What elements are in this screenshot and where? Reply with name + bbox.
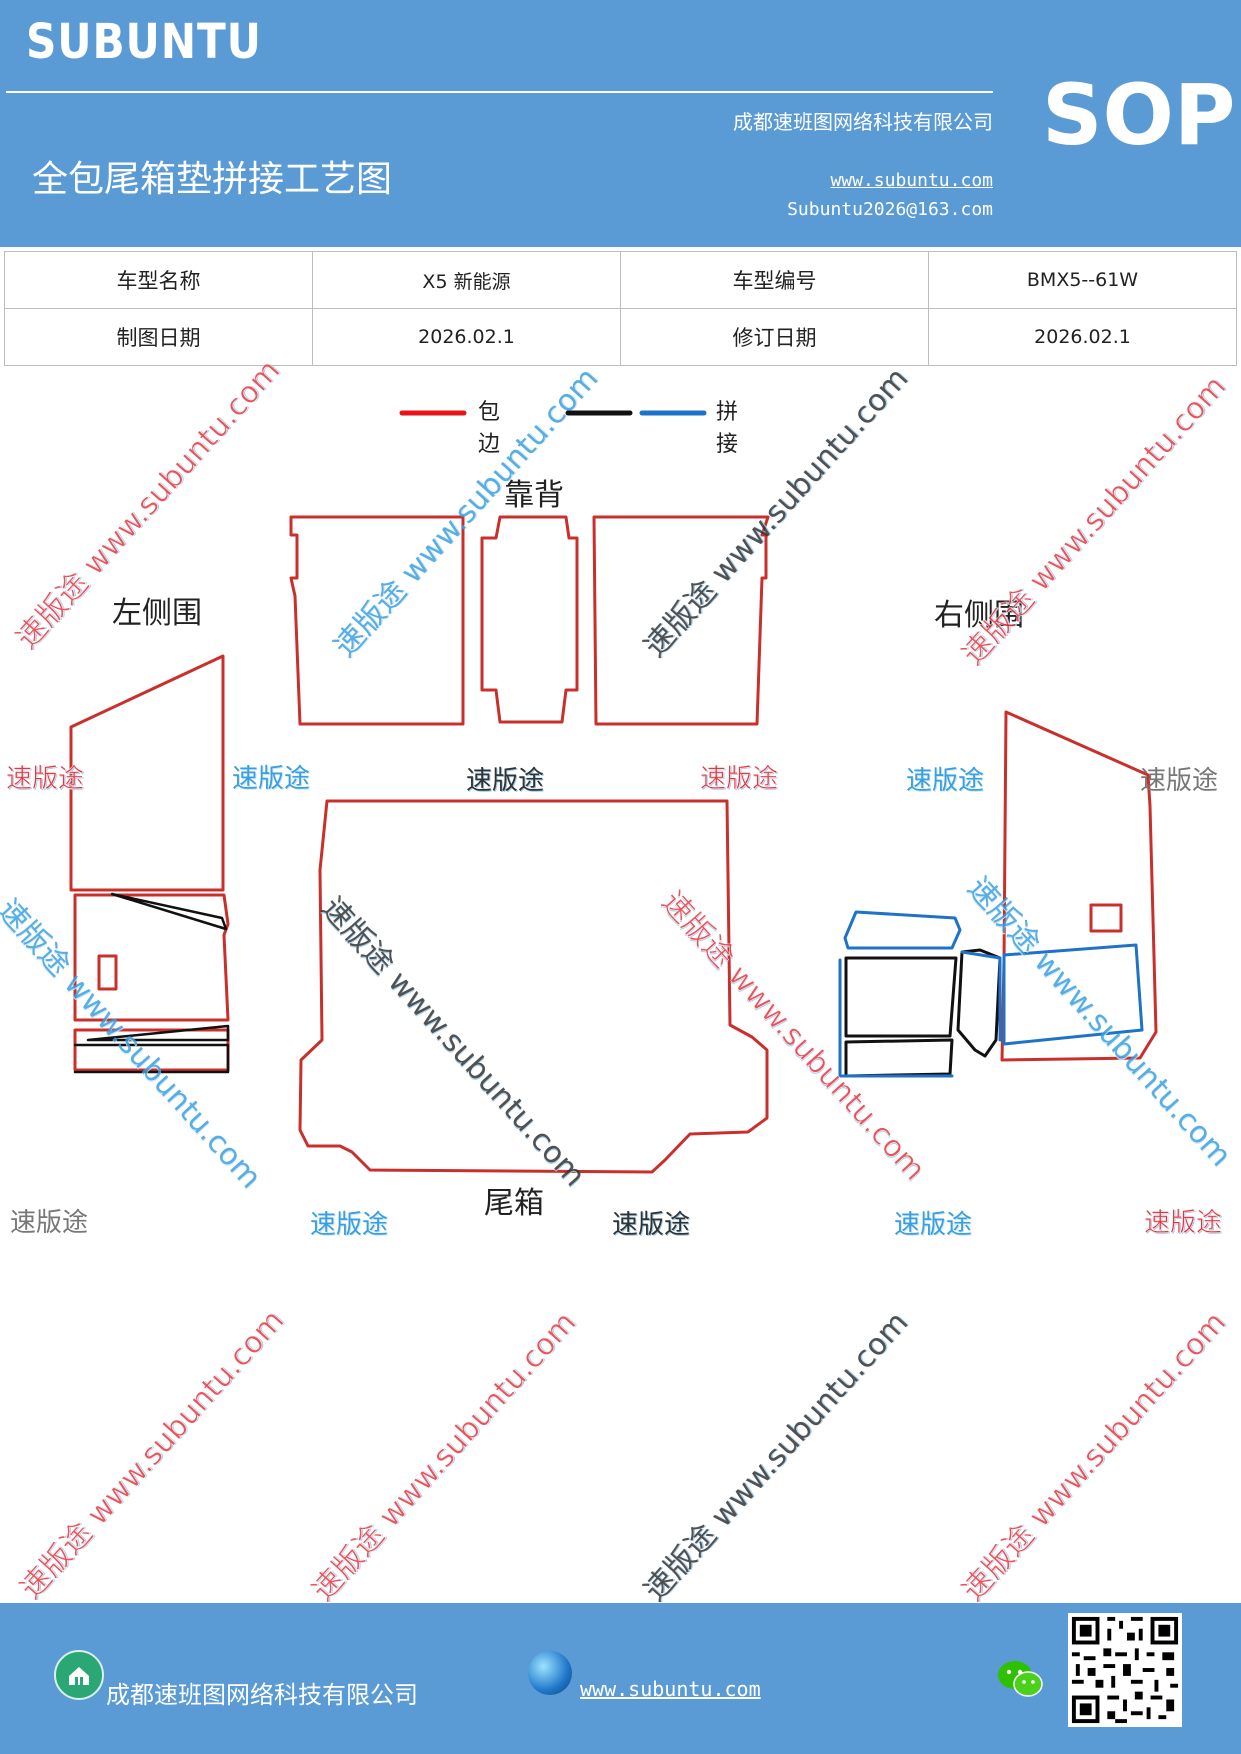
watermark-text: 速版途 xyxy=(466,766,545,796)
footer-banner: 成都速班图网络科技有限公司 www.subuntu.com xyxy=(0,1603,1241,1754)
watermark-text: 速版途 xyxy=(310,1210,389,1240)
watermark-text: 速版途 xyxy=(10,1208,89,1238)
qr-code[interactable] xyxy=(1068,1613,1182,1727)
right-panel-seam-a xyxy=(1002,943,1144,1046)
left-panel-hole xyxy=(97,954,118,991)
watermark-text: 速版途 xyxy=(6,764,85,795)
header-divider xyxy=(6,91,993,93)
watermark-text: 速版途 xyxy=(894,1210,973,1240)
revise-date-value: 2026.02.1 xyxy=(928,308,1237,366)
website-link[interactable]: www.subuntu.com xyxy=(830,170,993,191)
label-right-side: 右侧围 xyxy=(934,598,1024,633)
draw-date-value: 2026.02.1 xyxy=(312,308,621,366)
label-left-side: 左侧围 xyxy=(112,596,202,631)
watermark-text: 速版途 xyxy=(612,1210,691,1240)
back-left-piece xyxy=(289,515,465,726)
legend-label-seam: 拼接 xyxy=(716,400,739,457)
model-name-value: X5 新能源 xyxy=(312,251,621,309)
right-panel-wedge xyxy=(956,948,1002,1058)
trunk-floor-piece xyxy=(298,799,769,1174)
right-panel-seam-d xyxy=(960,950,1002,1042)
revise-date-label: 修订日期 xyxy=(620,308,929,366)
header-banner: SUBUNTU SOP 成都速班图网络科技有限公司 全包尾箱垫拼接工艺图 www… xyxy=(0,0,1241,247)
home-icon xyxy=(54,1650,104,1700)
right-panel-hole xyxy=(1089,903,1123,933)
left-panel-notch xyxy=(110,892,228,931)
page-title: 全包尾箱垫拼接工艺图 xyxy=(32,159,393,200)
watermark-text: 速版途 xyxy=(1140,766,1219,796)
right-panel-seam-b xyxy=(843,910,962,950)
left-panel-upper xyxy=(69,654,225,892)
right-panel-seam-c xyxy=(838,958,954,1078)
right-panel-block-a xyxy=(844,956,958,1038)
draw-date-label: 制图日期 xyxy=(4,308,313,366)
watermark-text: 速版途 xyxy=(1144,1208,1223,1239)
watermark-text: 速版途 xyxy=(906,766,985,796)
watermark-text: 速版途 xyxy=(700,764,779,795)
watermark-text: 速版途 xyxy=(232,764,311,794)
back-middle-piece xyxy=(480,515,579,724)
left-panel-lower-notch xyxy=(86,1024,230,1042)
label-back: 靠背 xyxy=(504,478,564,513)
left-panel-mid xyxy=(73,893,230,1022)
model-code-value: BMX5--61W xyxy=(928,251,1237,309)
footer-website-link[interactable]: www.subuntu.com xyxy=(580,1677,761,1701)
email-address[interactable]: Subuntu2026@163.com xyxy=(787,199,993,220)
vehicle-info-table: 车型名称 X5 新能源 车型编号 BMX5--61W 制图日期 2026.02.… xyxy=(4,251,1237,366)
right-panel-block-b xyxy=(844,1038,954,1078)
label-trunk: 尾箱 xyxy=(484,1186,544,1221)
model-name-label: 车型名称 xyxy=(4,251,313,309)
sop-label: SOP xyxy=(1042,66,1236,164)
globe-icon xyxy=(528,1651,572,1695)
brand-logo: SUBUNTU xyxy=(26,14,262,70)
legend-label-edge: 包边 xyxy=(478,400,501,457)
back-right-piece xyxy=(592,515,770,726)
table-row: 制图日期 2026.02.1 修订日期 2026.02.1 xyxy=(4,308,1237,366)
company-name: 成都速班图网络科技有限公司 xyxy=(733,110,993,134)
wechat-icon[interactable] xyxy=(996,1658,1044,1700)
left-panel-bottom xyxy=(73,1043,230,1074)
model-code-label: 车型编号 xyxy=(620,251,929,309)
table-row: 车型名称 X5 新能源 车型编号 BMX5--61W xyxy=(4,251,1237,309)
footer-company: 成都速班图网络科技有限公司 xyxy=(106,1681,418,1709)
